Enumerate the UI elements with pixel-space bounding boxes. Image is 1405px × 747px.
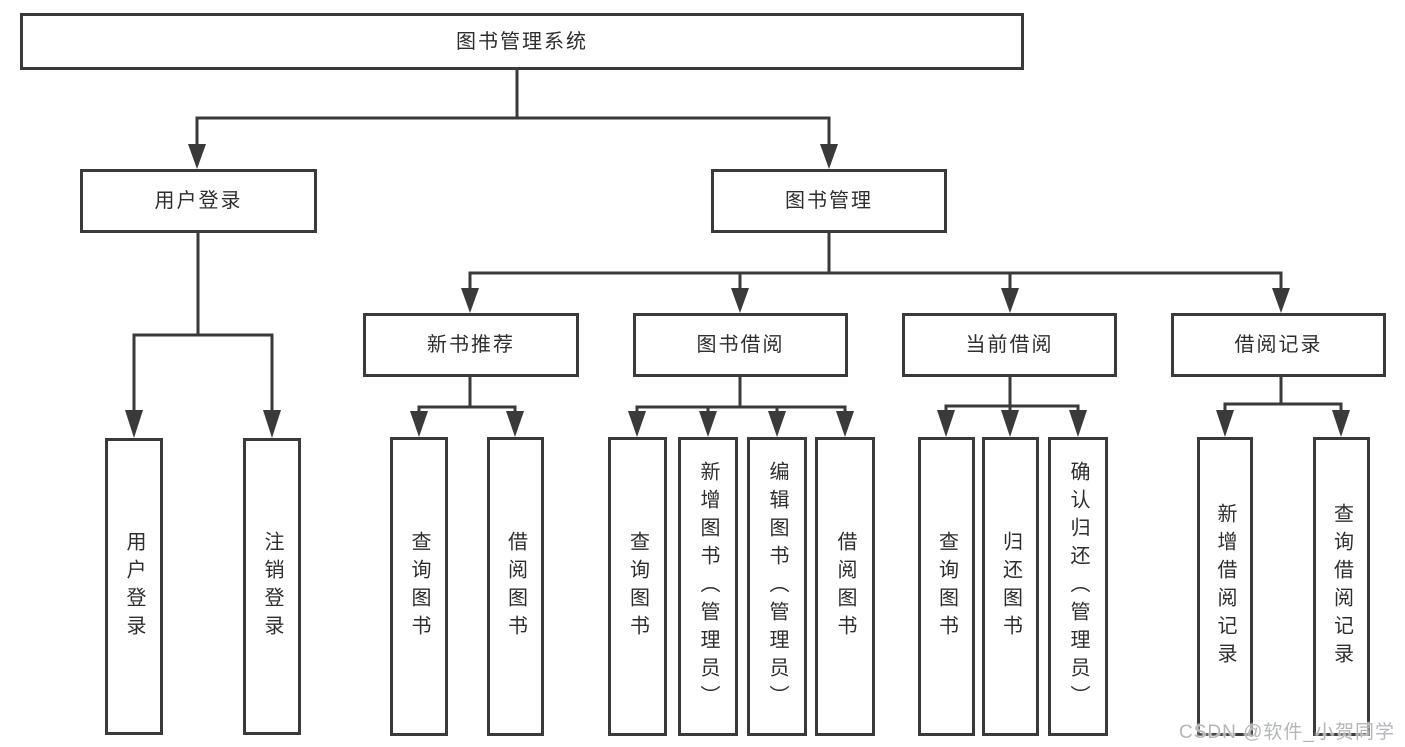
leaf-logout: 注销登录	[243, 438, 301, 735]
arrowhead-login-leaf-1	[125, 410, 143, 438]
leaf-query-borrow-record: 查询借阅记录	[1313, 437, 1370, 736]
arrowhead-current-leaf-2	[1001, 410, 1019, 437]
arrowhead-login-leaf-2	[263, 410, 281, 438]
node-borrow-records: 借阅记录	[1171, 313, 1386, 377]
arrowhead-records-leaf-2	[1332, 410, 1350, 437]
leaf-edit-book-admin: 编辑图书（管理员）	[747, 437, 807, 736]
leaf-user-login: 用户登录	[105, 438, 163, 735]
arrowhead-borrow-leaf-2	[699, 411, 717, 437]
node-book-borrow: 图书借阅	[633, 313, 848, 377]
node-root: 图书管理系统	[20, 13, 1024, 70]
node-book-management: 图书管理	[711, 169, 947, 233]
leaf-query-books-current: 查询图书	[918, 437, 975, 736]
node-current-borrow: 当前借阅	[902, 313, 1117, 377]
arrowhead-recommend-leaf-2	[506, 411, 524, 437]
connector-login-rail	[132, 333, 274, 414]
leaf-borrow-books: 借阅图书	[815, 437, 875, 736]
arrowhead-recommend	[461, 288, 479, 313]
connector-borrow-rail	[635, 405, 847, 415]
leaf-return-book: 归还图书	[982, 437, 1039, 736]
connector-mgmt-rail	[468, 271, 1283, 292]
leaf-add-book-admin: 新增图书（管理员）	[678, 437, 738, 736]
leaf-add-borrow-record: 新增借阅记录	[1197, 437, 1253, 736]
arrowhead-borrow	[731, 288, 749, 313]
arrowhead-borrow-leaf-3	[768, 411, 786, 437]
arrowhead-borrow-leaf-4	[836, 411, 854, 437]
arrowhead-current-leaf-1	[937, 410, 955, 437]
connector-records-rail	[1223, 402, 1343, 412]
arrowhead-current-leaf-3	[1069, 410, 1087, 437]
leaf-borrow-books-recommend: 借阅图书	[487, 437, 544, 736]
connector-recommend-rail	[417, 405, 517, 415]
arrowhead-current	[1001, 288, 1019, 313]
arrowhead-mgmt	[820, 144, 838, 169]
leaf-confirm-return-admin: 确认归还（管理员）	[1048, 437, 1108, 736]
arrowhead-login	[188, 144, 206, 169]
arrowhead-borrow-leaf-1	[628, 411, 646, 437]
arrowhead-records	[1272, 288, 1290, 313]
connector-root-rail	[195, 116, 831, 147]
arrowhead-recommend-leaf-1	[410, 411, 428, 437]
node-user-login: 用户登录	[80, 169, 317, 233]
watermark: CSDN @软件_小贺同学	[1179, 722, 1395, 743]
leaf-query-books-borrow: 查询图书	[608, 437, 667, 736]
node-new-book-recommend: 新书推荐	[363, 313, 579, 377]
leaf-query-books-recommend: 查询图书	[390, 437, 448, 736]
arrowhead-records-leaf-1	[1216, 410, 1234, 437]
